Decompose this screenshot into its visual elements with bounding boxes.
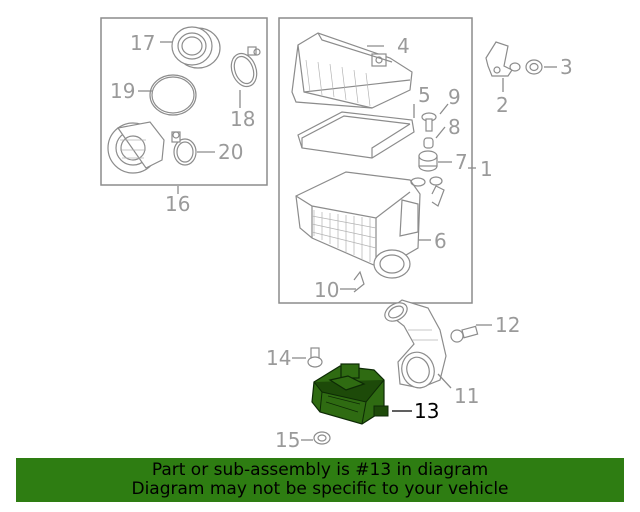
callout-17: 17 — [130, 31, 155, 55]
callout-15: 15 — [275, 428, 300, 452]
callout-3: 3 — [560, 55, 573, 79]
assembly-1-box — [278, 17, 473, 304]
callout-8: 8 — [448, 115, 461, 139]
callout-4: 4 — [397, 34, 410, 58]
part-4-cover — [291, 32, 413, 109]
part-6-lower-case — [295, 171, 443, 279]
callout-18: 18 — [230, 107, 255, 131]
notice-line-2: Diagram may not be specific to your vehi… — [131, 479, 509, 499]
callout-10: 10 — [314, 278, 339, 302]
part-2-bracket — [485, 41, 521, 77]
kit-16-box — [100, 17, 268, 186]
callout-12: 12 — [495, 313, 520, 337]
part-19-seal — [149, 74, 197, 116]
part-20-clamp — [171, 131, 197, 166]
callout-20: 20 — [218, 140, 243, 164]
part-13-resonator[interactable] — [311, 363, 389, 425]
part-12-bolt — [450, 325, 479, 343]
part-17-coupler — [171, 26, 221, 69]
callout-16: 16 — [165, 192, 190, 216]
part-7-insulator — [418, 150, 438, 172]
callout-labels: 17 18 19 20 16 4 5 9 8 7 1 6 10 2 3 12 1… — [110, 31, 573, 452]
part-14-bolt — [307, 347, 323, 368]
parts-diagram: 17 18 19 20 16 4 5 9 8 7 1 6 10 2 3 12 1… — [100, 17, 573, 452]
part-5-filter — [297, 111, 415, 159]
callout-14: 14 — [266, 346, 291, 370]
part-11-intake-hose — [384, 299, 447, 389]
callout-2: 2 — [496, 93, 509, 117]
part-10-clip — [353, 270, 365, 293]
part-18-clamp — [230, 46, 261, 88]
part-3-grommet — [525, 59, 543, 75]
hose-clamp-piece — [431, 185, 445, 207]
callout-7: 7 — [455, 150, 468, 174]
callout-1: 1 — [480, 157, 493, 181]
notice-line-1: Part or sub-assembly is #13 in diagram — [151, 460, 489, 480]
callout-6: 6 — [434, 229, 447, 253]
callout-13: 13 — [414, 399, 439, 423]
callout-19: 19 — [110, 79, 135, 103]
leader-lines — [138, 41, 557, 441]
part-16-housing — [107, 121, 165, 174]
part-9-bolt — [421, 112, 437, 132]
part-8-grommet — [423, 137, 434, 149]
callout-9: 9 — [448, 85, 461, 109]
callout-11: 11 — [454, 384, 479, 408]
part-15-bolt — [313, 431, 331, 445]
callout-5: 5 — [418, 83, 431, 107]
notice-banner: Part or sub-assembly is #13 in diagram D… — [16, 458, 624, 502]
